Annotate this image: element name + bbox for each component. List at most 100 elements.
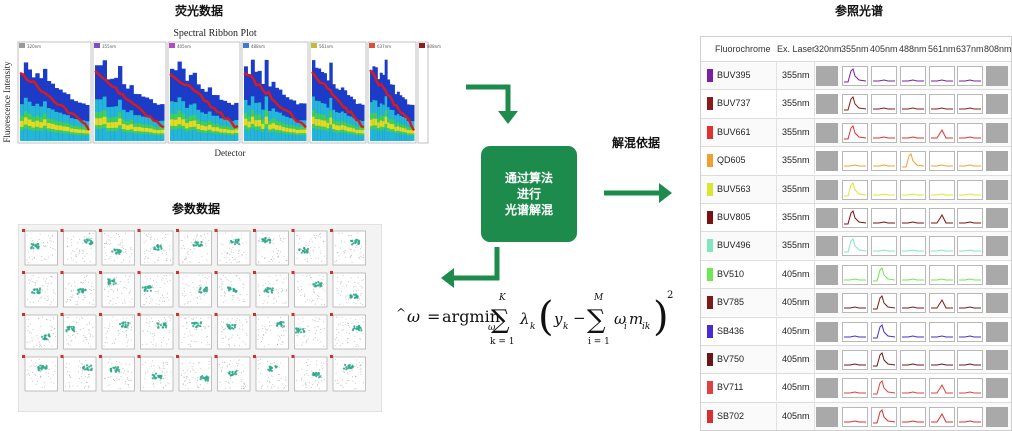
scatter-cell [99,271,135,308]
spectrum-curve [873,136,895,139]
algorithm-line-2: 进行 [516,187,541,201]
spectrum-thumbnail [871,264,897,285]
header-637nm: 637nm [956,44,984,54]
reference-row-sb702[interactable]: SB702 405nm [701,401,1011,430]
spectrum-thumbnail [900,350,926,370]
fluorochrome-name: BUV737 [717,98,751,109]
spectrum-empty-320nm [816,151,838,172]
scatter-cell [330,313,366,350]
excitation-laser: 355nm [782,240,810,251]
spectrum-curve [931,193,953,196]
formula-lambda-subscript: k [530,322,535,332]
header-355nm: 355nm [841,44,869,54]
spectrum-thumbnail [871,66,897,86]
scatter-cell [137,271,174,308]
spectrum-thumbnail [871,122,897,143]
fluorochrome-swatch [707,324,713,338]
spectrum-empty-808nm [986,122,1008,143]
spectrum-curve [873,323,896,339]
spectrum-thumbnail [842,122,868,143]
spectrum-thumbnail [900,151,926,172]
spectrum-empty-320nm [816,406,838,427]
spectrum-empty-320nm [816,378,838,399]
spectrum-empty-320nm [816,122,838,143]
column-divider [814,260,815,288]
fluorochrome-swatch [707,69,713,82]
reference-spectra-table: Fluorochrome Ex. Laser 320nm 355nm 405nm… [700,36,1012,431]
formula-omega-i-subscript: i [624,322,627,332]
spectrum-thumbnail [900,179,926,200]
column-divider [814,204,815,231]
fluorochrome-name: SB702 [717,410,745,421]
formula-argmin-subscript: ω [488,323,496,333]
ribbon-panel-355nm: 355nm [92,41,167,144]
formula-equals: = [427,307,440,326]
scatter-cell [176,229,212,266]
formula-sum-k: ∑ [491,305,510,335]
formula-omega: ω [407,307,420,326]
reference-spectra-title: 参照光谱 [835,4,884,18]
spectrum-curve [931,107,953,110]
excitation-laser: 355nm [782,98,810,109]
spectral-unmixing-algorithm-box: 通过算法 进行 光谱解混 [481,146,577,242]
parameter-scatter-grid [18,224,382,412]
spectrum-curve [931,299,953,309]
scatter-cell [291,313,328,350]
spectrum-curve [873,266,896,282]
spectrum-thumbnail [842,350,868,370]
spectrum-curve [959,193,981,196]
column-divider [776,204,777,231]
spectrum-curve [873,380,896,395]
spectrum-thumbnail [900,378,926,399]
scatter-cell [291,271,328,308]
column-divider [776,317,777,345]
scatter-cell [291,229,328,266]
column-divider [814,62,815,89]
ribbon-laser-tag: 488nm [251,44,265,49]
spectrum-thumbnail [957,350,983,370]
column-divider [776,62,777,89]
spectrum-curve [844,278,866,281]
spectrum-empty-808nm [986,236,1008,257]
spectrum-thumbnail [871,293,897,314]
fluorochrome-name: SB436 [717,325,745,336]
formula-square: 2 [667,290,673,301]
fluorochrome-swatch [707,97,713,111]
spectrum-thumbnail [900,293,926,314]
spectrum-curve [902,363,924,366]
formula-omega-i: ω [614,310,626,328]
spectrum-thumbnail [842,321,868,342]
spectrum-curve [959,306,981,309]
spectrum-curve [902,193,924,196]
scatter-cell [253,313,289,350]
spectrum-empty-320nm [816,350,838,370]
ribbon-laser-tag: 405nm [177,44,191,49]
spectrum-thumbnail [871,236,897,257]
spectrum-thumbnail [871,151,897,172]
scatter-cell [253,271,289,308]
spectrum-curve [873,249,895,252]
scatter-cell [22,313,58,350]
header-320nm: 320nm [814,44,842,54]
formula-sum-k-upper: K [498,293,507,303]
spectrum-thumbnail [900,94,926,115]
column-divider [814,175,815,203]
header-405nm: 405nm [870,44,898,54]
excitation-laser: 405nm [782,410,810,421]
scatter-cell [60,355,97,392]
spectrum-thumbnail [957,406,983,427]
spectrum-thumbnail [900,406,926,427]
ribbon-laser-tag: 320nm [27,44,41,49]
reference-row-buv737[interactable]: BUV737 355nm [701,89,1011,118]
